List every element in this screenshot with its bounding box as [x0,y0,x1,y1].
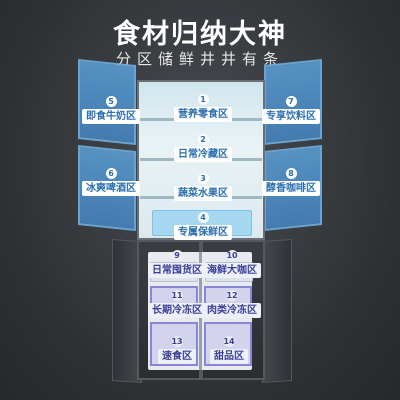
zone-name: 海鲜大咖区 [203,263,261,278]
zone-name: 日常冷藏区 [174,147,232,162]
page-subtitle: 分区储鲜井井有条 [115,50,284,68]
zone-number: 7 [285,96,297,107]
zone-label-8: 8 醇香咖啡区 [262,168,320,196]
zone-name: 营养零食区 [174,107,232,122]
zone-number: 4 [197,212,209,223]
zone-number: 11 [171,290,183,301]
zone-label-5: 5 即食牛奶区 [82,96,140,124]
zone-name: 速食区 [158,349,196,364]
zone-label-11: 11 长期冷冻区 [148,290,206,318]
zone-label-14: 14 甜品区 [210,336,248,364]
zone-label-9: 9 日常囤货区 [148,250,206,278]
zone-name: 长期冷冻区 [148,303,206,318]
zone-number: 1 [197,94,209,105]
zone-name: 日常囤货区 [148,263,206,278]
zone-name: 醇香咖啡区 [262,181,320,196]
zone-label-1: 1 营养零食区 [174,94,232,122]
page-title: 食材归纳大神 [113,19,287,50]
zone-number: 3 [197,173,209,184]
freezer-door-right [262,238,292,384]
zone-label-6: 6 冰爽啤酒区 [82,168,140,196]
zone-label-4: 4 专属保鲜区 [174,212,232,240]
zone-label-10: 10 海鲜大咖区 [203,250,261,278]
zone-number: 12 [226,290,238,301]
zone-label-2: 2 日常冷藏区 [174,134,232,162]
zone-number: 5 [105,96,117,107]
zone-number: 9 [171,250,183,261]
zone-name: 即食牛奶区 [82,109,140,124]
zone-label-13: 13 速食区 [158,336,196,364]
zone-name: 专属保鲜区 [174,225,232,240]
zone-label-7: 7 专享饮料区 [262,96,320,124]
zone-number: 8 [285,168,297,179]
zone-label-3: 3 蔬菜水果区 [174,173,232,201]
zone-number: 10 [226,250,238,261]
zone-number: 2 [197,134,209,145]
zone-number: 6 [105,168,117,179]
zone-number: 14 [223,336,235,347]
zone-name: 冰爽啤酒区 [82,181,140,196]
zone-name: 专享饮料区 [262,109,320,124]
zone-name: 肉类冷冻区 [203,303,261,318]
zone-name: 蔬菜水果区 [174,186,232,201]
zone-name: 甜品区 [210,349,248,364]
zone-number: 13 [171,336,183,347]
zone-label-12: 12 肉类冷冻区 [203,290,261,318]
